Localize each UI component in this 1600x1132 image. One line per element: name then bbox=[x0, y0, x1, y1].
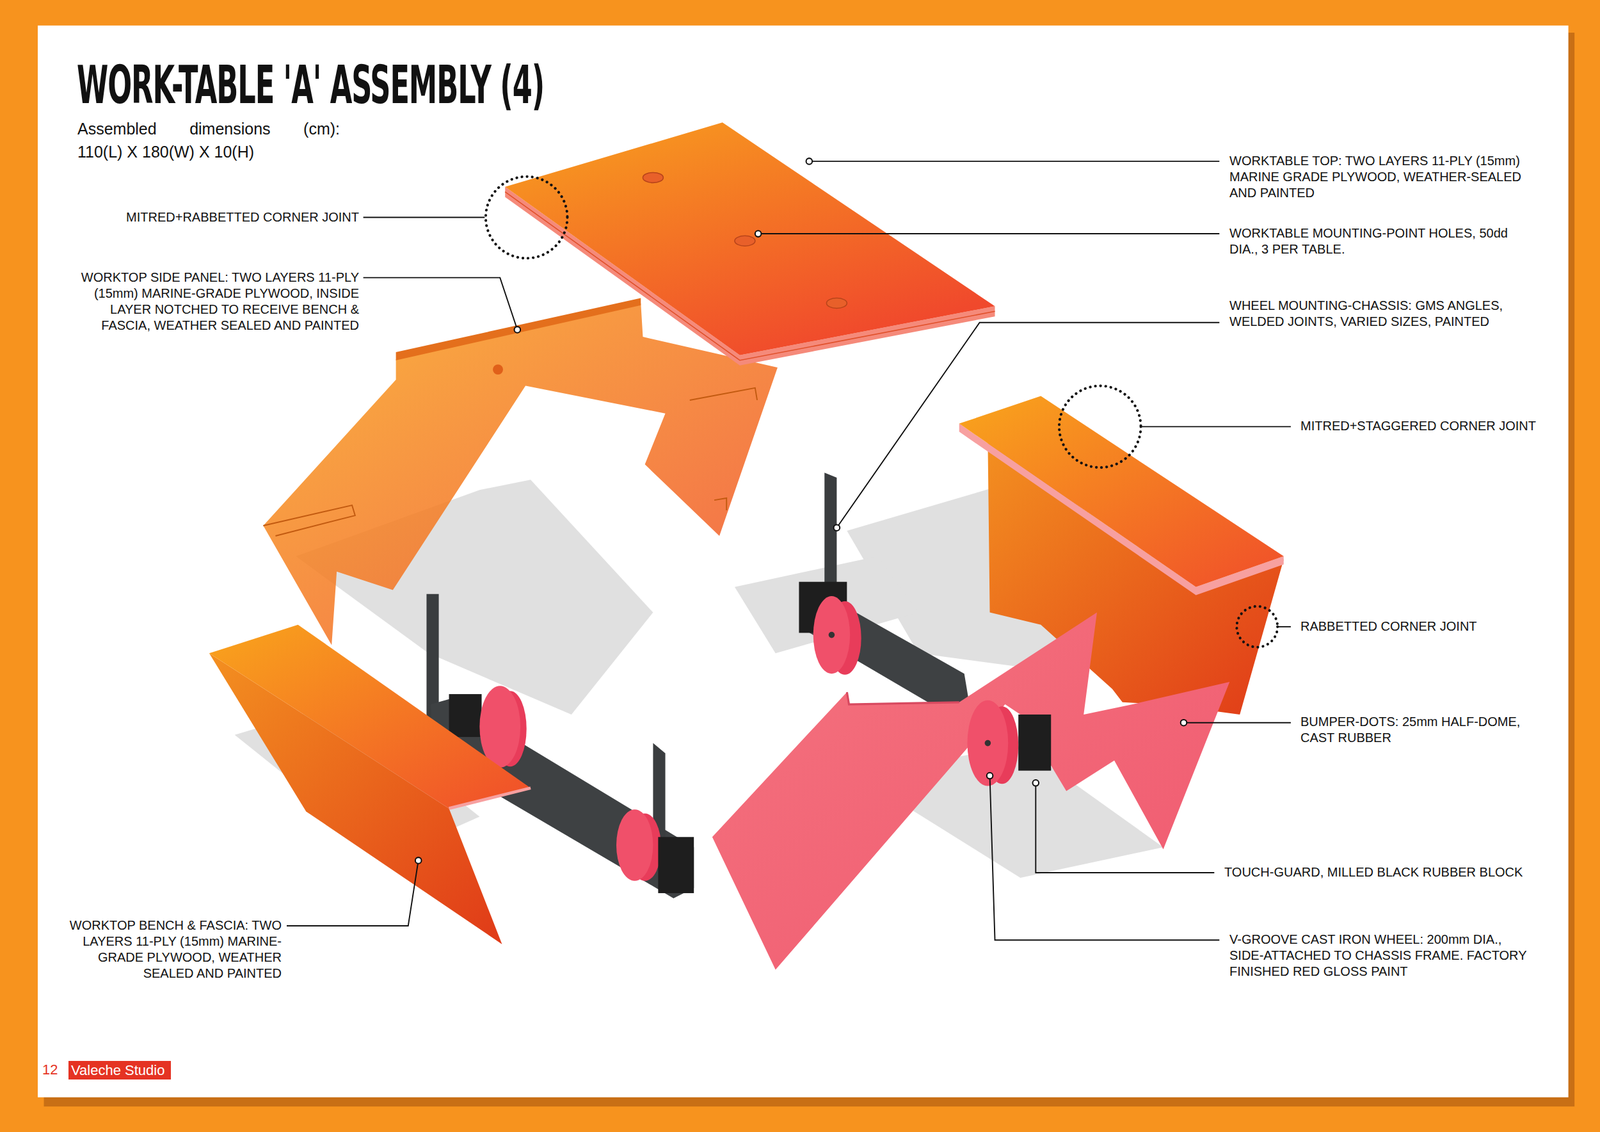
callout-label: BUMPER-DOTS: 25mm HALF-DOME, CAST RUBBER bbox=[1300, 713, 1551, 746]
right-front-wheel bbox=[967, 700, 1051, 786]
chassis-angle bbox=[824, 472, 837, 590]
panel-top bbox=[959, 396, 1284, 587]
detail-circle bbox=[1236, 606, 1278, 648]
leader-lines bbox=[286, 161, 1291, 940]
callout-label: MITRED+STAGGERED CORNER JOINT bbox=[1300, 417, 1551, 434]
leader-dot bbox=[415, 856, 422, 864]
right-corner-panel bbox=[959, 396, 1284, 715]
callout-label: RABBETTED CORNER JOINT bbox=[1300, 618, 1478, 635]
wheel-hub bbox=[828, 631, 836, 639]
panel-notch bbox=[714, 497, 727, 511]
callout-label: WORKTABLE TOP: TWO LAYERS 11-PLY (15mm) … bbox=[1229, 152, 1531, 201]
worktable-top bbox=[504, 122, 995, 365]
callout-label: MITRED+RABBETTED CORNER JOINT bbox=[126, 209, 360, 226]
callout-label: WORKTOP SIDE PANEL: TWO LAYERS 11-PLY (1… bbox=[74, 269, 360, 334]
panel-notch bbox=[689, 387, 758, 400]
touch-guard bbox=[657, 836, 694, 893]
mounting-hole bbox=[826, 298, 847, 309]
bench-top bbox=[209, 624, 531, 809]
leader-dot bbox=[514, 326, 521, 333]
leader-dot bbox=[806, 158, 813, 165]
wheel bbox=[616, 808, 653, 881]
leader-line bbox=[1277, 625, 1291, 628]
page-number: 12 bbox=[42, 1060, 58, 1078]
mounting-hole bbox=[642, 172, 664, 183]
leader-dot bbox=[1032, 779, 1040, 786]
page-title: WORK-TABLE 'A' ASSEMBLY (4) bbox=[76, 58, 544, 112]
leader-line bbox=[363, 216, 486, 219]
wheel bbox=[967, 700, 1008, 786]
right-chassis bbox=[798, 472, 969, 715]
leader-dot bbox=[755, 230, 762, 237]
callout-label: WHEEL MOUNTING-CHASSIS: GMS ANGLES, WELD… bbox=[1229, 297, 1531, 330]
dimension-note: 110(L) X 180(W) X 10(H) bbox=[77, 142, 255, 162]
callout-label: WORKTABLE MOUNTING-POINT HOLES, 50dd DIA… bbox=[1229, 225, 1531, 258]
leader-line bbox=[758, 232, 1220, 235]
leader-dots bbox=[415, 158, 1187, 864]
leader-line bbox=[1183, 721, 1291, 724]
panel-face bbox=[263, 302, 778, 645]
leader-line bbox=[1035, 782, 1215, 873]
wheel bbox=[479, 685, 521, 768]
chassis-beam bbox=[801, 589, 970, 714]
detail-circle bbox=[485, 176, 568, 259]
callout-label: TOUCH-GUARD, MILLED BLACK RUBBER BLOCK bbox=[1224, 864, 1532, 880]
leader-line bbox=[990, 775, 1220, 941]
bumper-dot bbox=[492, 364, 504, 375]
leader-dot bbox=[986, 772, 994, 779]
top-face bbox=[504, 122, 995, 355]
wheel-hub bbox=[984, 739, 992, 747]
bench-fascia bbox=[209, 624, 531, 944]
page bbox=[37, 25, 1569, 1097]
leader-line bbox=[1141, 425, 1291, 427]
leader-dot bbox=[833, 524, 841, 531]
leader-line bbox=[808, 160, 1220, 162]
leader-line bbox=[836, 322, 1220, 528]
panel-edge bbox=[846, 691, 959, 704]
badge-text: Valeche Studio bbox=[71, 1061, 165, 1079]
dimension-note: Assembled dimensions (cm): bbox=[77, 119, 340, 139]
panel-face bbox=[712, 612, 1230, 970]
leader-line bbox=[363, 277, 518, 330]
callout-label: V-GROOVE CAST IRON WHEEL: 200mm DIA., SI… bbox=[1229, 931, 1537, 980]
studio-badge: Valeche Studio bbox=[68, 1060, 171, 1080]
detail-circles bbox=[485, 176, 1278, 648]
worktop-side-panel bbox=[263, 298, 778, 646]
touch-guard bbox=[1018, 714, 1051, 771]
wheel bbox=[813, 595, 850, 674]
bench-edge bbox=[449, 787, 532, 809]
pink-fascia-panel bbox=[712, 612, 1230, 970]
panel-notch bbox=[263, 504, 355, 536]
mounting-hole bbox=[734, 235, 756, 246]
leader-dot bbox=[1180, 719, 1188, 726]
detail-circle bbox=[1059, 385, 1142, 468]
panel-edge bbox=[396, 298, 642, 361]
touch-guard bbox=[449, 693, 482, 737]
leader-line bbox=[286, 860, 419, 926]
callout-label: WORKTOP BENCH & FASCIA: TWO LAYERS 11-PL… bbox=[67, 917, 282, 982]
